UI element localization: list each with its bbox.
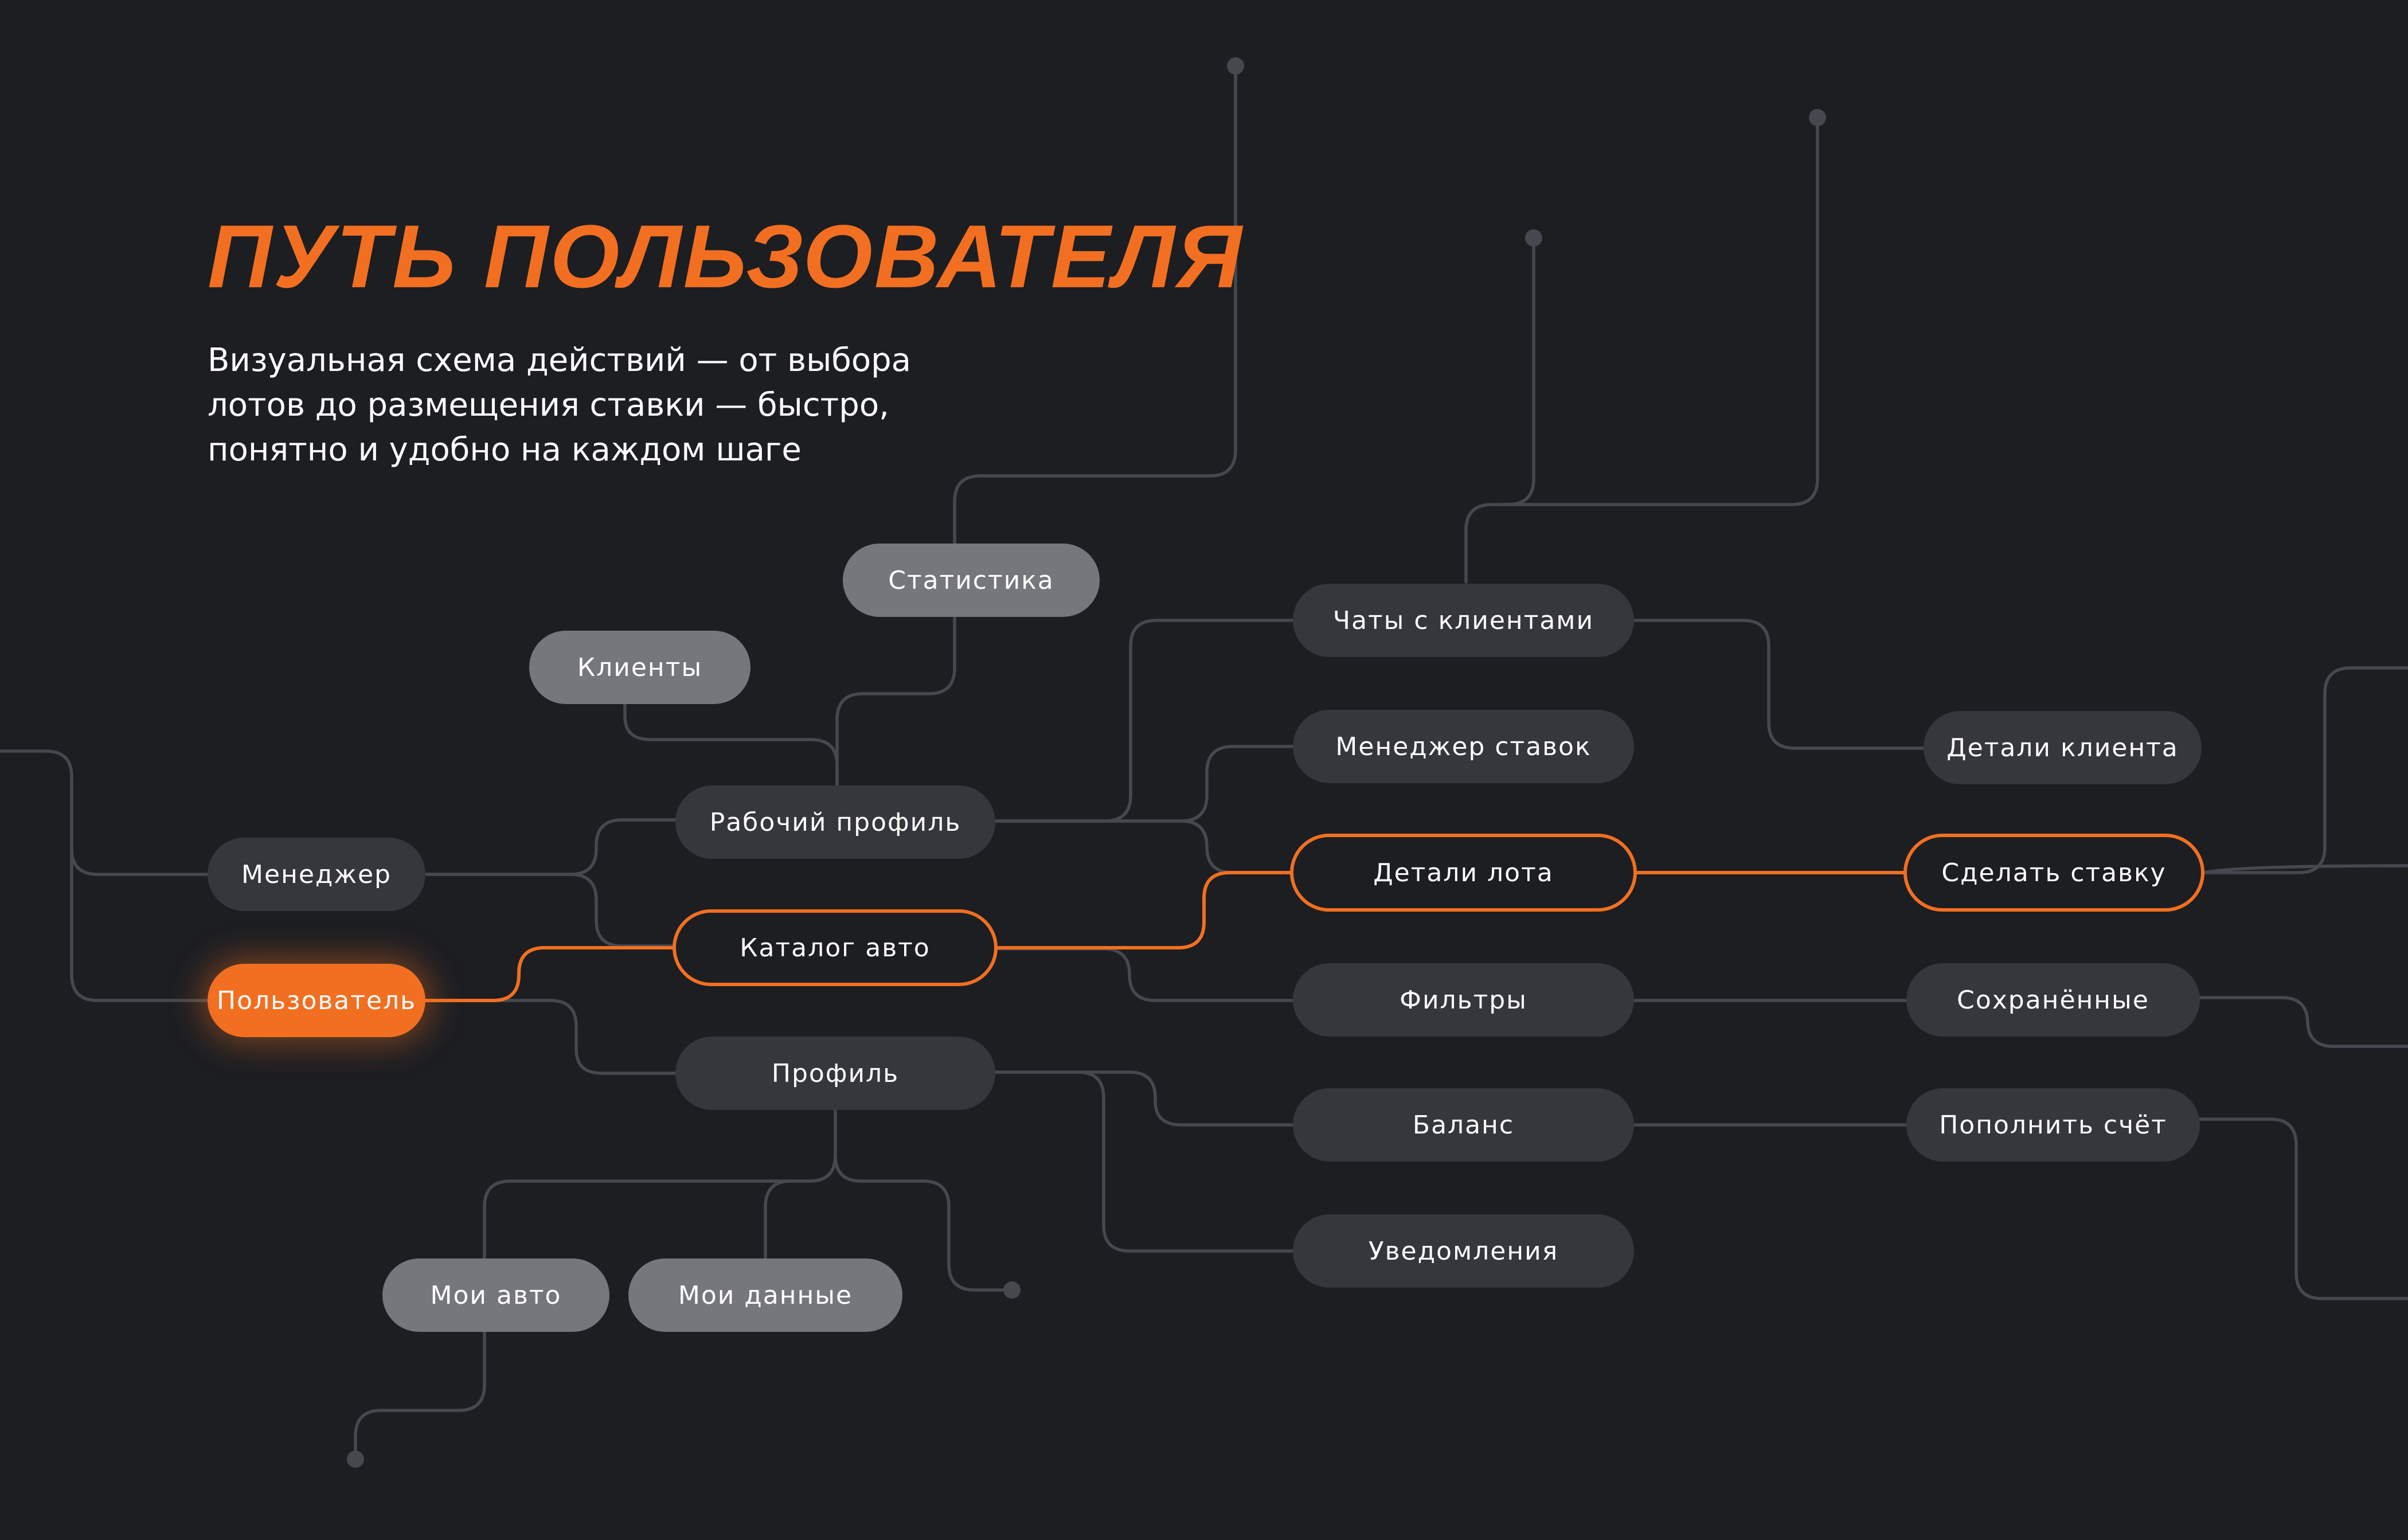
- wire-left-manager: [0, 749, 209, 876]
- wire-right-topup: [2197, 1117, 2408, 1300]
- node-client-details[interactable]: Детали клиента: [1924, 711, 2202, 784]
- wire-right-bid-2: [2203, 864, 2408, 874]
- link-clients-work: [623, 702, 839, 787]
- link-profile-mycars: [483, 1108, 837, 1260]
- link-manager-work: [424, 818, 677, 876]
- node-notifications[interactable]: Уведомления: [1293, 1214, 1634, 1288]
- link-work-chats: [993, 619, 1295, 823]
- link-profile-notifications: [993, 1070, 1295, 1253]
- path-catalog-lot: [996, 871, 1292, 949]
- page-title: ПУТЬ ПОЛЬЗОВАТЕЛЯ: [208, 207, 1244, 307]
- node-clients[interactable]: Клиенты: [529, 631, 750, 704]
- subtitle-line: лотов до размещения ставки — быстро,: [208, 386, 889, 424]
- node-statistics[interactable]: Статистика: [843, 544, 1100, 617]
- node-top-up[interactable]: Пополнить счёт: [1906, 1088, 2200, 1162]
- node-profile[interactable]: Профиль: [675, 1037, 995, 1110]
- page-subtitle: Визуальная схема действий — от выбора ло…: [208, 338, 911, 472]
- node-place-bid[interactable]: Сделать ставку: [1903, 834, 2204, 912]
- wire-chats-branch: [1506, 236, 1535, 506]
- node-work-profile[interactable]: Рабочий профиль: [675, 785, 995, 859]
- wire-mycars-bottom: [354, 1330, 486, 1461]
- node-user[interactable]: Пользователь: [208, 964, 425, 1037]
- node-client-chats[interactable]: Чаты с клиентами: [1293, 584, 1634, 657]
- node-my-data[interactable]: Мои данные: [628, 1258, 902, 1332]
- node-balance[interactable]: Баланс: [1293, 1088, 1634, 1162]
- link-chats-clientdetails: [1631, 619, 1925, 750]
- link-manager-catalog: [424, 873, 677, 948]
- subtitle-line: Визуальная схема действий — от выбора: [208, 342, 911, 379]
- wire-end-dot: [347, 1451, 364, 1468]
- wire-end-dot: [1227, 57, 1244, 75]
- link-work-lot: [993, 819, 1295, 874]
- link-stats-work: [835, 615, 956, 787]
- node-bid-manager[interactable]: Менеджер ставок: [1293, 710, 1634, 783]
- link-profile-dot: [834, 1154, 1014, 1292]
- wire-chats-top: [1464, 116, 1819, 584]
- wire-end-dot: [1809, 109, 1826, 126]
- node-lot-details[interactable]: Детали лота: [1290, 834, 1637, 912]
- node-filters[interactable]: Фильтры: [1293, 963, 1634, 1037]
- link-work-bidmgr: [993, 745, 1295, 823]
- link-profile-mydata: [764, 1154, 837, 1260]
- link-catalog-filters: [996, 947, 1295, 1002]
- wire-right-saved: [2197, 996, 2408, 1048]
- wire-left-user: [70, 847, 209, 1002]
- node-saved[interactable]: Сохранённые: [1906, 963, 2200, 1037]
- link-profile-balance: [993, 1070, 1295, 1127]
- path-user-catalog: [424, 946, 674, 1002]
- wire-end-dot: [1525, 229, 1542, 247]
- node-my-cars[interactable]: Мои авто: [382, 1258, 609, 1332]
- link-user-profile: [424, 999, 677, 1075]
- node-catalog[interactable]: Каталог авто: [673, 909, 998, 986]
- subtitle-line: понятно и удобно на каждом шаге: [208, 431, 802, 468]
- wire-statistics-top: [953, 64, 1237, 546]
- wire-right-bid: [2203, 666, 2408, 874]
- node-manager[interactable]: Менеджер: [208, 838, 425, 911]
- wire-end-dot: [1003, 1281, 1021, 1299]
